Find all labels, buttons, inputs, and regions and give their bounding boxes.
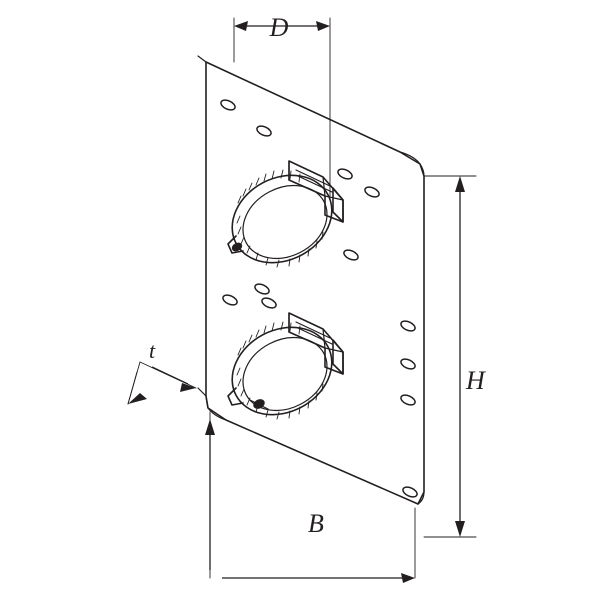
mounting-hole: [337, 168, 353, 180]
hose-clamp-lower: [227, 312, 344, 420]
mounting-hole: [402, 486, 418, 498]
dimension-B: B: [205, 411, 416, 583]
mounting-hole: [400, 320, 416, 332]
clamp-band-slots-upper: [236, 169, 324, 268]
dimension-label-t: t: [149, 338, 156, 363]
mounting-hole: [220, 99, 236, 111]
dimension-label-B: B: [308, 509, 324, 538]
mounting-hole: [222, 294, 238, 306]
dimension-D: D: [233, 13, 331, 197]
clamp-band-slots-lower: [236, 321, 324, 420]
back-plate: [205, 61, 425, 505]
dimension-t: t: [127, 338, 197, 405]
mounting-hole: [343, 249, 359, 261]
dimension-label-D: D: [269, 13, 289, 42]
hose-clamp-upper: [227, 160, 344, 268]
mounting-hole: [400, 394, 416, 406]
mounting-hole: [261, 297, 277, 309]
dimension-label-H: H: [465, 366, 486, 395]
mounting-hole: [254, 283, 270, 295]
mounting-hole: [256, 125, 272, 137]
plate-thickness-edge: [197, 55, 207, 397]
mounting-hole: [364, 186, 380, 198]
mounting-hole-group: [220, 99, 418, 498]
dimension-H: H: [423, 175, 486, 538]
mounting-hole: [400, 358, 416, 370]
